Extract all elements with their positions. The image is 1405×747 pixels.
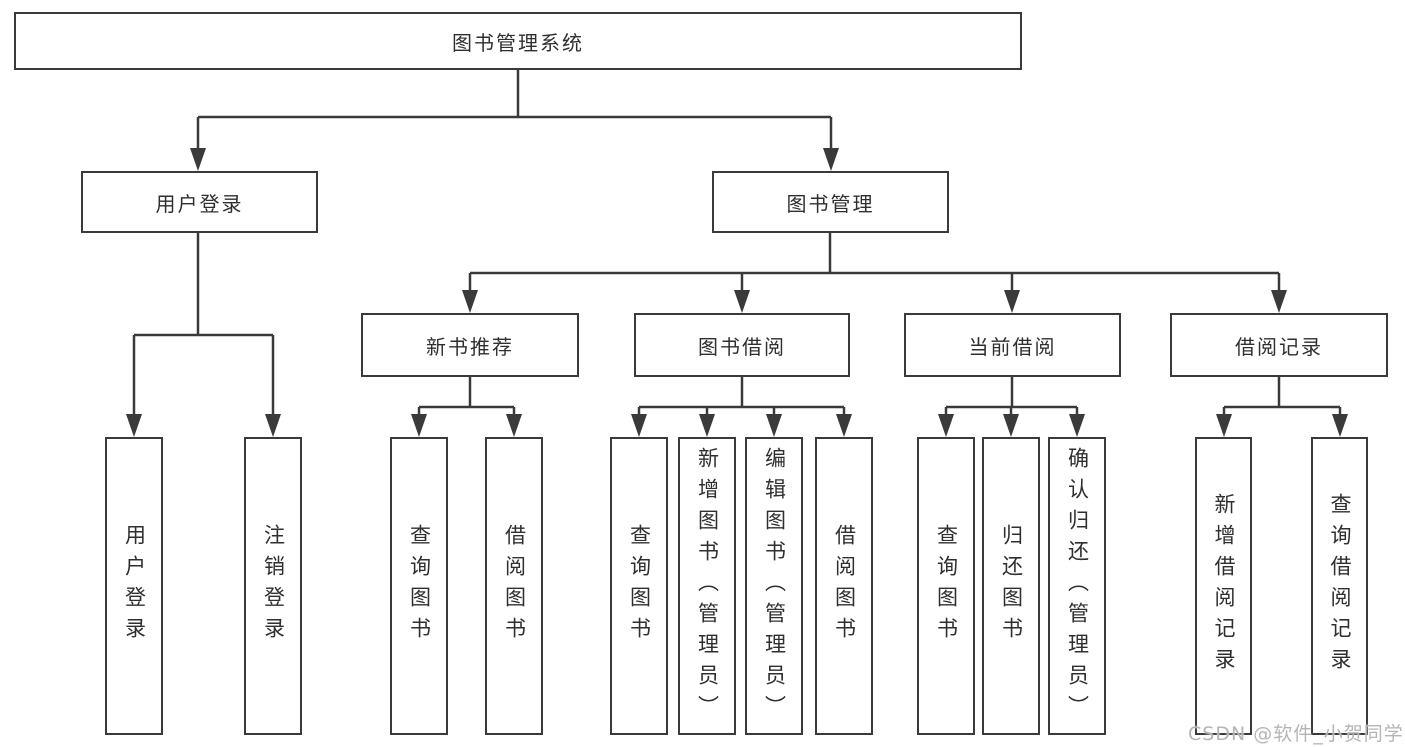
csdn-watermark: CSDN @软件_小贺同学 (1188, 723, 1404, 745)
leaf-records-add-borrow-record: 新增借阅记录 (1195, 437, 1252, 735)
leaf-records-query-borrow-record: 查询借阅记录 (1311, 437, 1368, 735)
leaf-borrow-add-books-admin: 新增图书（管理员） (678, 437, 736, 735)
leaf-current-confirm-return-admin: 确认归还（管理员） (1048, 437, 1106, 735)
leaf-borrow-borrow-books: 借阅图书 (815, 437, 873, 735)
leaf-current-query-books: 查询图书 (917, 437, 975, 735)
leaf-user-login: 用户登录 (105, 437, 163, 735)
node-book-management: 图书管理 (712, 171, 949, 233)
node-new-book-recommend: 新书推荐 (361, 313, 579, 377)
leaf-borrow-edit-books-admin: 编辑图书（管理员） (745, 437, 803, 735)
node-book-borrow: 图书借阅 (634, 313, 850, 377)
node-user-login: 用户登录 (81, 171, 318, 233)
leaf-newbook-borrow-books: 借阅图书 (485, 437, 543, 735)
node-library-management-system: 图书管理系统 (14, 12, 1022, 70)
node-borrow-records: 借阅记录 (1170, 313, 1388, 377)
leaf-borrow-query-books: 查询图书 (610, 437, 668, 735)
leaf-current-return-books: 归还图书 (982, 437, 1040, 735)
leaf-logout: 注销登录 (244, 437, 302, 735)
leaf-newbook-query-books: 查询图书 (390, 437, 448, 735)
node-current-borrow: 当前借阅 (904, 313, 1121, 377)
